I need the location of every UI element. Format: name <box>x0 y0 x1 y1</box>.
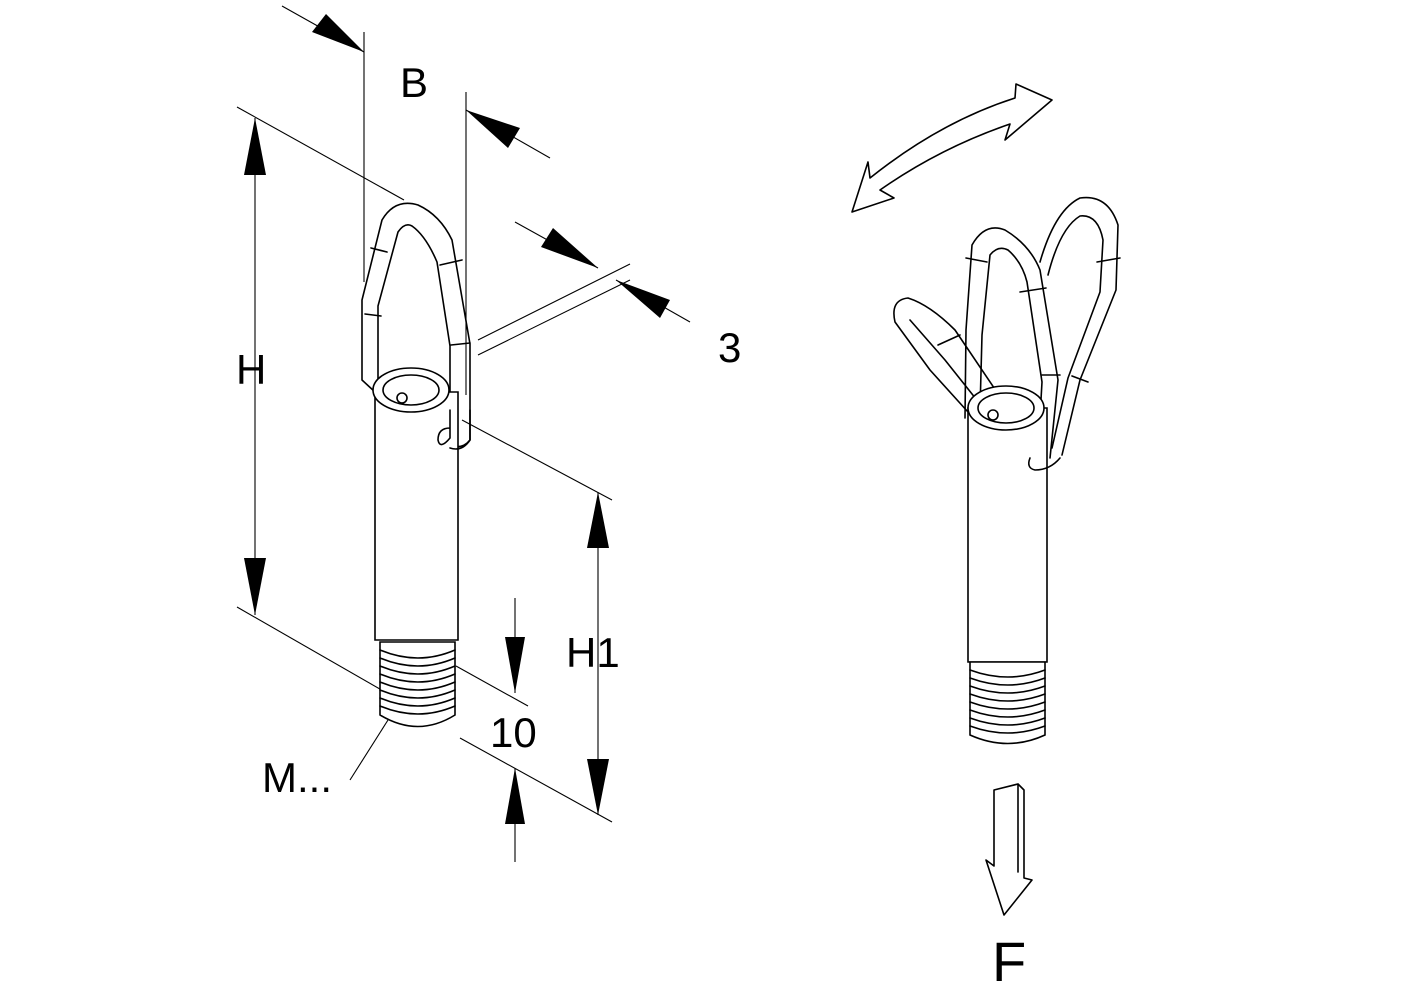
b-arrow-right <box>466 110 520 148</box>
force-arrow <box>985 783 1033 916</box>
left-view <box>236 5 691 862</box>
ten-arrow-bottom <box>505 768 525 824</box>
force-label: F <box>992 930 1027 993</box>
h-arrow-bottom <box>244 558 266 615</box>
right-thread <box>969 661 1046 745</box>
dimension-label-wire: 3 <box>718 324 742 371</box>
h1-arrow-top <box>587 492 609 548</box>
wire-arrow-top <box>541 228 598 268</box>
right-view <box>851 83 1121 916</box>
wire-arrow-bottom <box>616 280 670 318</box>
dimension-label-h1: H1 <box>566 629 620 676</box>
b-arrow-left <box>312 14 364 52</box>
dimension-label-b: B <box>400 59 429 106</box>
rotation-arrow <box>851 83 1053 213</box>
thread-label: M... <box>262 754 332 801</box>
dimension-label-10: 10 <box>490 709 537 756</box>
ten-arrow-top <box>505 637 525 693</box>
dimension-label-h: H <box>236 346 267 393</box>
h1-arrow-bottom <box>587 759 609 815</box>
h-arrow-top <box>244 118 266 175</box>
left-thread <box>379 641 456 728</box>
